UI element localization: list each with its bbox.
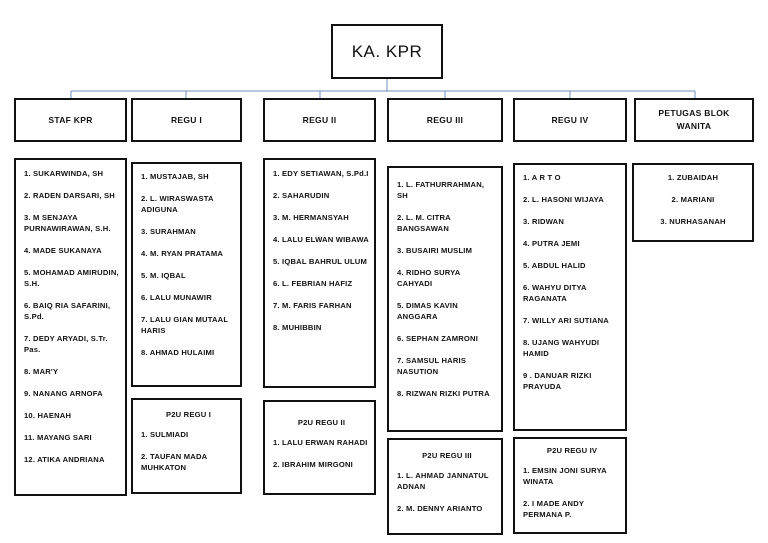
head-title: KA. KPR — [351, 41, 423, 61]
list-item: 4. MADE SUKANAYA — [24, 246, 102, 255]
list-item: 1. L. AHMAD JANNATUL ADNAN — [397, 471, 489, 491]
list-item: 1. L. FATHURRAHMAN, SH — [397, 180, 485, 200]
unit-title: REGU II — [302, 114, 337, 125]
member-list-regu-1: 1. MUSTAJAB, SH 2. L. WIRASWASTA ADIGUNA… — [131, 162, 242, 387]
unit-header-regu-3: REGU III — [387, 98, 503, 142]
list-item: 6. LALU MUNAWIR — [141, 293, 212, 302]
list-item: 2. MARIANI — [671, 195, 715, 204]
list-item: 5. MOHAMAD AMIRUDIN, S.H. — [24, 268, 119, 288]
p2u-box-regu-3: P2U REGU III 1. L. AHMAD JANNATUL ADNAN … — [387, 438, 503, 535]
list-item: 5. ABDUL HALID — [523, 261, 586, 270]
list-item: 5. IQBAL BAHRUL ULUM — [273, 257, 368, 266]
unit-title: REGU III — [426, 114, 464, 125]
list-item: 4. LALU ELWAN WIBAWA — [273, 235, 369, 244]
unit-title: REGU IV — [551, 114, 589, 125]
list-item: 8. UJANG WAHYUDI HAMID — [523, 338, 600, 358]
list-item: 4. RIDHO SURYA CAHYADI — [397, 268, 461, 288]
list-item: 3. RIDWAN — [523, 217, 565, 226]
list-item: 3. SURAHMAN — [141, 227, 196, 236]
p2u-title: P2U REGU III — [422, 451, 472, 460]
unit-header-regu-4: REGU IV — [513, 98, 627, 142]
unit-header-staf: STAF KPR — [14, 98, 127, 142]
unit-header-regu-2: REGU II — [263, 98, 376, 142]
list-item: 2. L. M. CITRA BANGSAWAN — [397, 213, 451, 233]
list-item: 6. WAHYU DITYA RAGANATA — [523, 283, 587, 303]
list-item: 5. M. IQBAL — [141, 271, 186, 280]
list-item: 1. EDY SETIAWAN, S.Pd.I — [273, 169, 369, 178]
p2u-box-regu-4: P2U REGU IV 1. EMSIN JONI SURYA WINATA 2… — [513, 437, 627, 534]
list-item: 8. MAR'Y — [24, 367, 59, 376]
unit-title: PETUGAS BLOK WANITA — [658, 108, 730, 131]
list-item: 12. ATIKA ANDRIANA — [24, 455, 105, 464]
unit-header-regu-1: REGU I — [131, 98, 242, 142]
list-item: 3. BUSAIRI MUSLIM — [397, 246, 473, 255]
unit-title: REGU I — [170, 114, 203, 125]
list-item: 1. MUSTAJAB, SH — [141, 172, 209, 181]
list-item: 2. TAUFAN MADA MUHKATON — [141, 452, 208, 472]
list-item: 9 . DANUAR RIZKI PRAYUDA — [523, 371, 592, 391]
list-item: 2. L. HASONI WIJAYA — [523, 195, 604, 204]
list-item: 7. DEDY ARYADI, S.Tr. Pas. — [24, 334, 108, 354]
list-item: 7. WILLY ARI SUTIANA — [523, 316, 609, 325]
list-item: 3. M SENJAYA PURNAWIRAWAN, S.H. — [24, 213, 111, 233]
member-list-blok-wanita: 1. ZUBAIDAH 2. MARIANI 3. NURHASANAH — [632, 163, 754, 242]
list-item: 7. M. FARIS FARHAN — [273, 301, 352, 310]
p2u-title: P2U REGU IV — [546, 446, 598, 455]
list-item: 7. SAMSUL HARIS NASUTION — [397, 356, 467, 376]
list-item: 11. MAYANG SARI — [24, 433, 92, 442]
list-item: 2. RADEN DARSARI, SH — [24, 191, 115, 200]
p2u-box-regu-1: P2U REGU I 1. SULMIADI 2. TAUFAN MADA MU… — [131, 398, 242, 494]
list-item: 8. RIZWAN RIZKI PUTRA — [397, 389, 490, 398]
member-list-regu-2: 1. EDY SETIAWAN, S.Pd.I 2. SAHARUDIN 3. … — [263, 158, 376, 388]
list-item: 3. NURHASANAH — [660, 217, 726, 226]
member-list-regu-4: 1. A R T O 2. L. HASONI WIJAYA 3. RIDWAN… — [513, 163, 627, 431]
head-box: KA. KPR — [331, 24, 443, 79]
list-item: 8. MUHIBBIN — [273, 323, 322, 332]
list-item: 1. SUKARWINDA, SH — [24, 169, 104, 178]
list-item: 2. SAHARUDIN — [273, 191, 330, 200]
list-item: 8. AHMAD HULAIMI — [141, 348, 215, 357]
list-item: 4. PUTRA JEMI — [523, 239, 580, 248]
list-item: 6. BAIQ RIA SAFARINI, S.Pd. — [24, 301, 111, 321]
unit-title: STAF KPR — [48, 114, 93, 125]
list-item: 2. IBRAHIM MIRGONI — [273, 460, 353, 469]
p2u-box-regu-2: P2U REGU II 1. LALU ERWAN RAHADI 2. IBRA… — [263, 400, 376, 495]
list-item: 2. M. DENNY ARIANTO — [397, 504, 483, 513]
member-list-regu-3: 1. L. FATHURRAHMAN, SH 2. L. M. CITRA BA… — [387, 166, 503, 432]
list-item: 4. M. RYAN PRATAMA — [141, 249, 224, 258]
list-item: 6. L. FEBRIAN HAFIZ — [273, 279, 353, 288]
list-item: 1. ZUBAIDAH — [667, 173, 719, 182]
unit-header-blok-wanita: PETUGAS BLOK WANITA — [634, 98, 754, 142]
list-item: 1. EMSIN JONI SURYA WINATA — [523, 466, 607, 486]
list-item: 2. I MADE ANDY PERMANA P. — [523, 499, 585, 519]
p2u-title: P2U REGU I — [165, 410, 212, 419]
list-item: 5. DIMAS KAVIN ANGGARA — [397, 301, 458, 321]
list-item: 6. SEPHAN ZAMRONI — [397, 334, 479, 343]
member-list-staf: 1. SUKARWINDA, SH 2. RADEN DARSARI, SH 3… — [14, 158, 127, 496]
list-item: 1. LALU ERWAN RAHADI — [273, 438, 368, 447]
list-item: 7. LALU GIAN MUTAAL HARIS — [141, 315, 229, 335]
p2u-title: P2U REGU II — [297, 418, 346, 427]
list-item: 3. M. HERMANSYAH — [273, 213, 349, 222]
list-item: 2. L. WIRASWASTA ADIGUNA — [141, 194, 214, 214]
list-item: 10. HAENAH — [24, 411, 72, 420]
list-item: 1. SULMIADI — [141, 430, 189, 439]
list-item: 1. A R T O — [523, 173, 561, 182]
list-item: 9. NANANG ARNOFA — [24, 389, 103, 398]
